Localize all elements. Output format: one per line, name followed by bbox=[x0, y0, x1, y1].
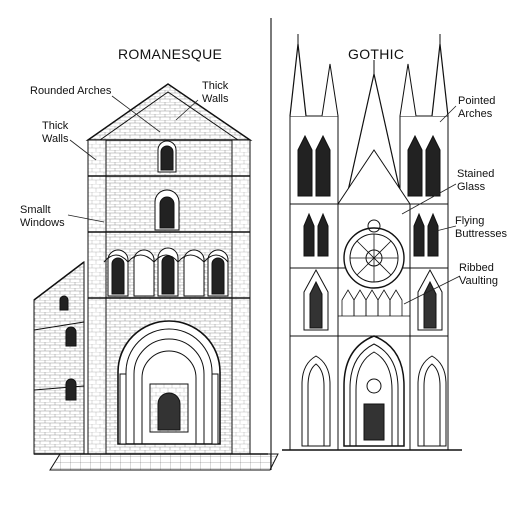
label-stained-glass: Stained Glass bbox=[457, 168, 495, 193]
label-flying-buttresses: Flying Buttresses bbox=[455, 215, 507, 240]
label-rounded-arches: Rounded Arches bbox=[30, 85, 112, 97]
label-thick-walls-top: Thick Walls bbox=[202, 80, 229, 105]
gothic-building bbox=[282, 34, 462, 451]
label-pointed-arches: Pointed Arches bbox=[458, 95, 496, 120]
label-ribbed-vaulting: Ribbed Vaulting bbox=[459, 262, 498, 287]
romanesque-building bbox=[33, 83, 279, 471]
label-small-windows: Smallt Windows bbox=[20, 204, 65, 229]
gothic-heading: GOTHIC bbox=[348, 46, 405, 62]
label-thick-walls-left: Thick Walls bbox=[42, 120, 69, 145]
romanesque-heading: ROMANESQUE bbox=[118, 46, 223, 62]
